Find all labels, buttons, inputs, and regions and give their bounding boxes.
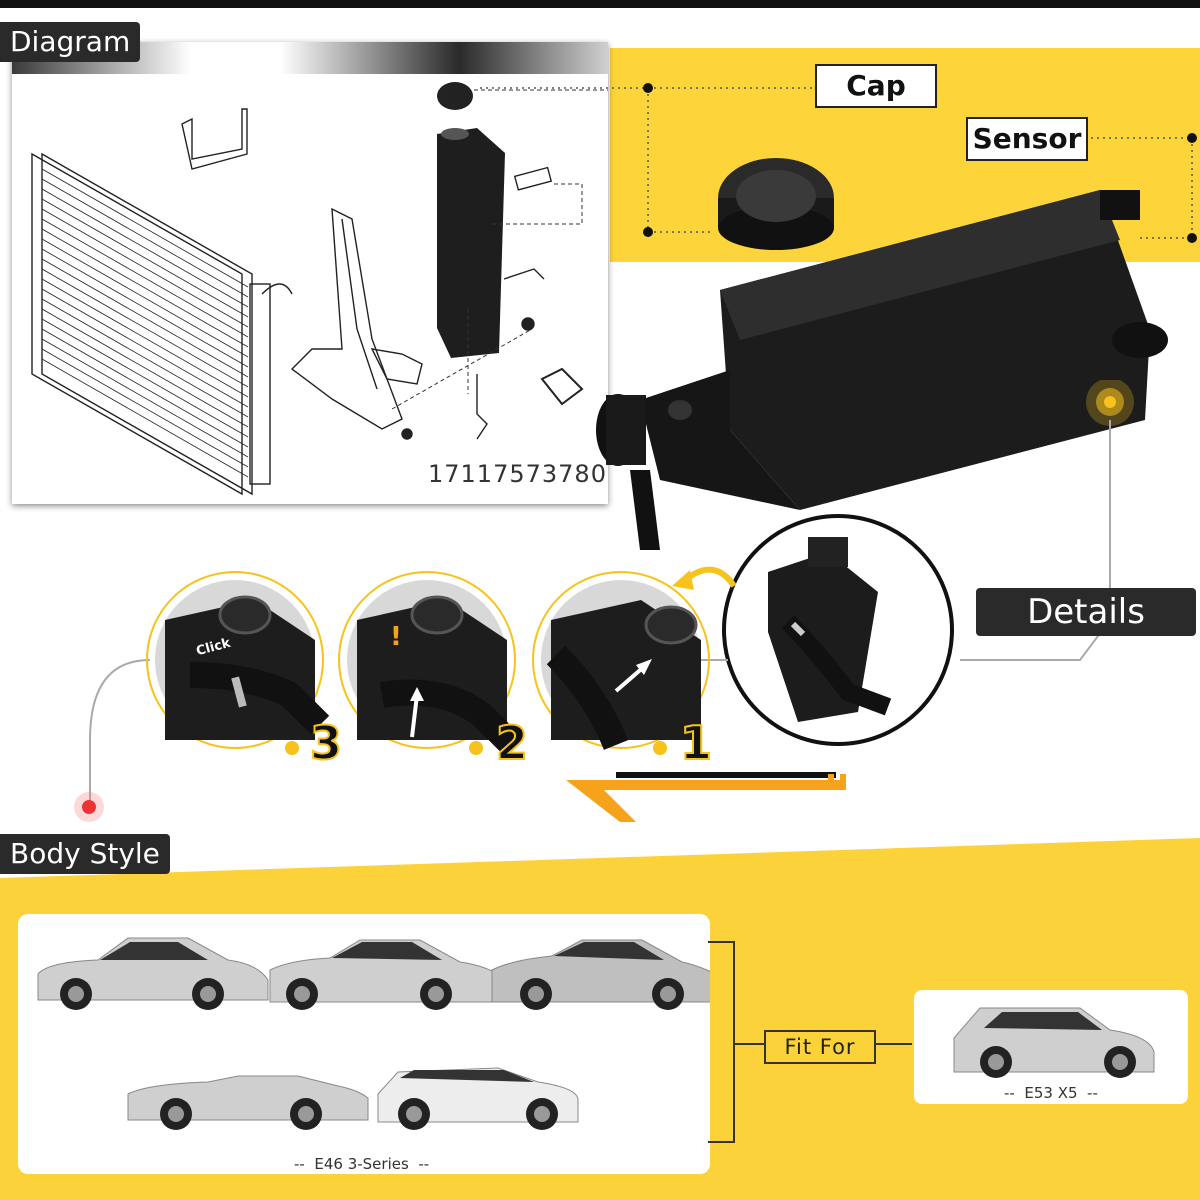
steps-connector: [89, 659, 728, 800]
fit-for-label: Fit For: [764, 1030, 876, 1064]
red-dot-icon: [74, 792, 104, 822]
highlight-dot: [1086, 380, 1134, 426]
step-dots: [285, 741, 667, 755]
sedan-car-2: [269, 939, 511, 1010]
curved-arrow-icon: [672, 566, 737, 590]
callout-lines: [480, 83, 1197, 243]
coupe-car: [491, 939, 710, 1010]
exploded-diagram: [31, 82, 608, 496]
details-label: Details: [976, 588, 1196, 636]
exclaim-mark: !: [390, 622, 402, 652]
e46-car-images: [37, 937, 710, 1130]
leader-lines: [391, 89, 608, 410]
direction-arrow-icon: [566, 772, 846, 822]
step-circle-3: [146, 571, 330, 749]
shroud-drawing: [290, 207, 403, 430]
x5-caption: -- E53 X5 --: [1004, 1084, 1098, 1102]
cap-image: [718, 158, 834, 250]
wagon-car: [377, 1067, 579, 1130]
radiator-drawing: [31, 152, 293, 496]
convertible-car: [127, 1075, 369, 1130]
diagram-label: Diagram: [0, 22, 141, 62]
e46-caption: -- E46 3-Series --: [294, 1155, 430, 1173]
part-number: 17117573780: [428, 460, 607, 488]
small-parts-drawing: [370, 166, 584, 440]
detail-circle: [722, 514, 954, 746]
fit-for-bracket: [708, 941, 912, 1143]
step-number-1: 1: [679, 715, 713, 771]
x5-car-image: [953, 1007, 1155, 1078]
step-number-3: 3: [309, 715, 343, 771]
step-number-2: 2: [495, 715, 529, 771]
expansion-tank-image: [596, 190, 1168, 550]
sensor-label: Sensor: [966, 117, 1088, 161]
details-leader: [960, 420, 1111, 661]
cap-label: Cap: [815, 64, 937, 108]
body-style-label: Body Style: [0, 834, 170, 874]
sedan-car-1: [37, 937, 269, 1010]
bracket-drawing: [181, 108, 248, 170]
diagram-panel: [12, 42, 608, 504]
step-circle-1: [532, 571, 710, 750]
step-circle-2: [338, 571, 522, 755]
tank-drawing: [437, 82, 505, 358]
top-border: [0, 0, 1200, 8]
